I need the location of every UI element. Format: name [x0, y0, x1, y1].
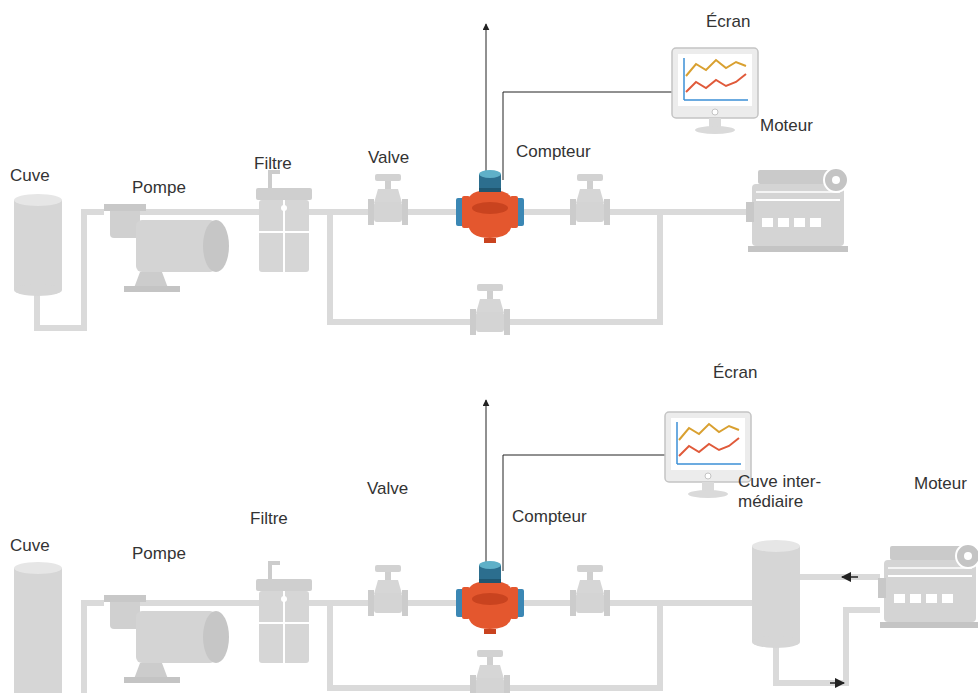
flow-meter-symbol	[456, 170, 524, 243]
valve-symbol	[570, 174, 610, 225]
pump-symbol	[104, 204, 229, 292]
part-label: Valve	[368, 148, 409, 168]
part-label: Moteur	[760, 116, 813, 136]
engine-symbol	[746, 168, 848, 252]
signal-wire	[503, 455, 665, 571]
filter-symbol	[256, 172, 312, 272]
part-label: Écran	[706, 12, 750, 32]
cuve-tank	[14, 194, 62, 296]
intermediate-tank	[752, 540, 800, 648]
flow-meter-symbol	[456, 561, 524, 634]
valve-symbol	[470, 284, 510, 335]
part-label: Cuve	[10, 536, 50, 556]
part-label: Cuve inter- médiaire	[738, 472, 822, 512]
part-label: Compteur	[516, 142, 591, 162]
cuve-tank	[14, 562, 62, 693]
feed-arrow	[830, 682, 844, 684]
part-label: Cuve	[10, 166, 50, 186]
valve-symbol	[470, 650, 510, 693]
part-label: Moteur	[914, 474, 967, 494]
part-label: Filtre	[250, 509, 288, 529]
part-label: Pompe	[132, 544, 186, 564]
part-label: Filtre	[254, 154, 292, 174]
part-label: Compteur	[512, 507, 587, 527]
valve-symbol	[368, 174, 408, 225]
part-label: Écran	[713, 363, 757, 383]
screen-symbol	[672, 48, 758, 134]
signal-wire	[503, 92, 672, 180]
filter-symbol	[256, 563, 312, 663]
part-label: Valve	[367, 479, 408, 499]
valve-symbol	[570, 565, 610, 616]
engine-symbol	[878, 544, 978, 628]
return-arrow	[842, 576, 858, 578]
pump-symbol	[104, 595, 229, 683]
flow-arrow	[486, 400, 487, 567]
part-label: Pompe	[132, 178, 186, 198]
valve-symbol	[368, 565, 408, 616]
flow-arrow	[486, 24, 487, 176]
